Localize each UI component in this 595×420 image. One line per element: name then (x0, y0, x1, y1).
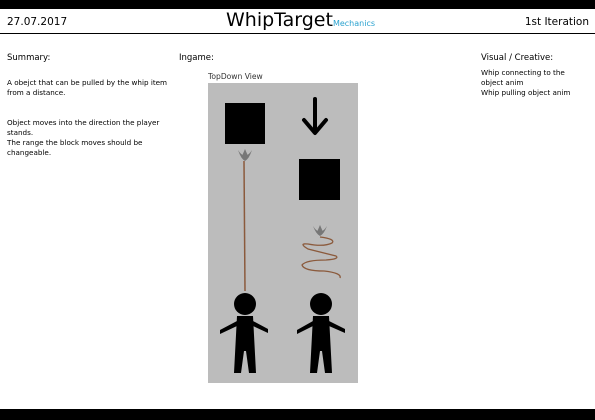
player-left (220, 293, 268, 373)
title-subtitle: Mechanics (332, 19, 376, 28)
block-left (225, 103, 265, 144)
summary-text: A obejct that can be pulled by the whip … (7, 68, 169, 178)
title-main: WhipTarget (226, 9, 333, 31)
visual-text: Whip connecting to the object anim Whip … (481, 68, 586, 98)
summary-paragraph: Object moves into the direction the play… (7, 118, 160, 157)
whip-hook-tip (242, 149, 248, 156)
summary-heading: Summary: (7, 53, 51, 63)
top-bar (0, 0, 595, 9)
player-right (297, 293, 345, 373)
page-title: WhipTargetMechanics (226, 9, 375, 31)
visual-line: Whip pulling object anim (481, 88, 571, 97)
illustration-svg (220, 97, 345, 373)
whip-hook-tip-coiled (317, 225, 323, 232)
block-right (299, 159, 340, 200)
header-iteration: 1st Iteration (524, 16, 589, 28)
header-divider (0, 33, 595, 34)
whip-coil (301, 236, 341, 279)
arrow-down-icon (302, 97, 328, 135)
visual-line: Whip connecting to the object anim (481, 68, 565, 87)
ingame-heading: Ingame: (179, 53, 214, 63)
whip-hook-icon-coiled (313, 226, 327, 236)
view-label: TopDown View (208, 72, 263, 81)
ingame-illustration (208, 83, 358, 383)
whip-line (243, 160, 246, 292)
visual-heading: Visual / Creative: (481, 53, 554, 63)
whip-hook-icon (238, 150, 252, 161)
bottom-bar (0, 409, 595, 420)
summary-paragraph: A obejct that can be pulled by the whip … (7, 78, 168, 97)
header-date: 27.07.2017 (7, 16, 68, 28)
